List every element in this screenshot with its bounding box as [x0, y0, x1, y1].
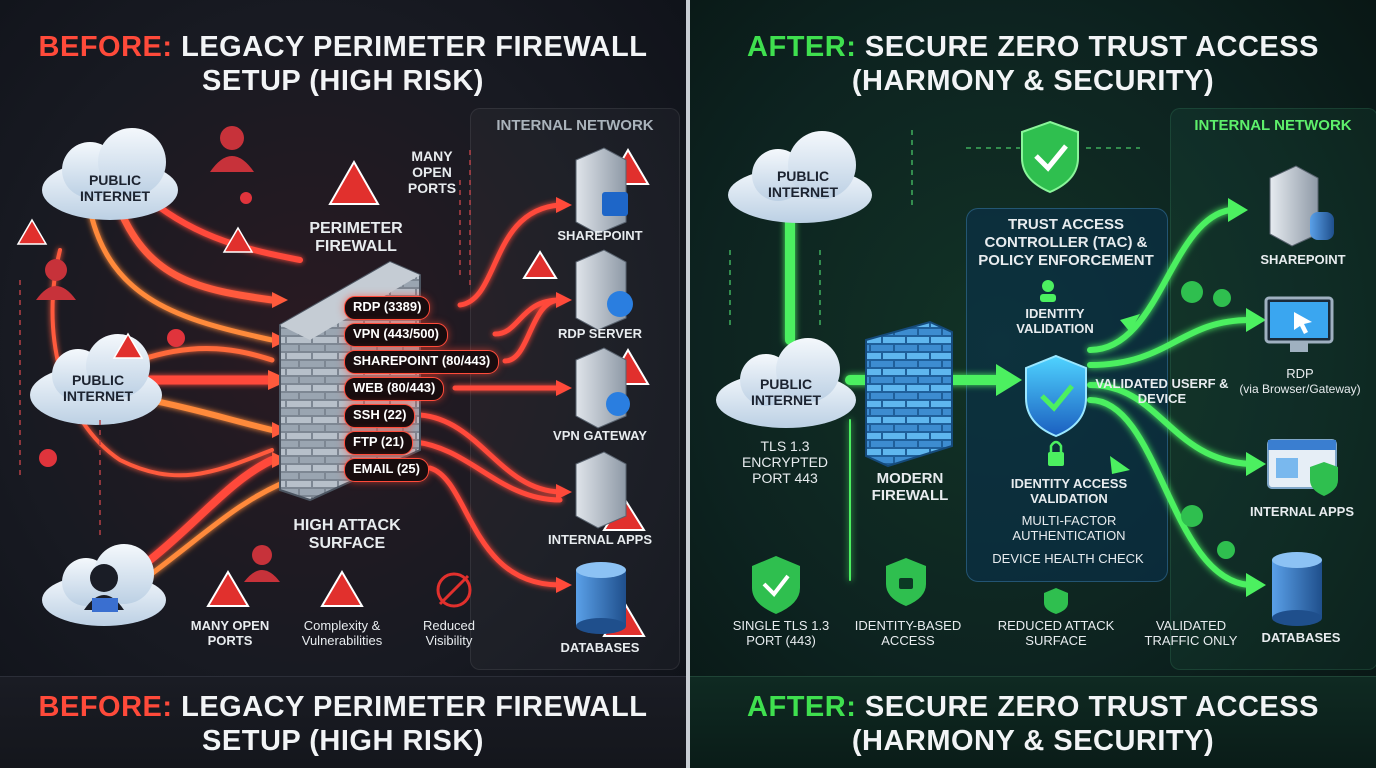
high-attack-surface-label: HIGH ATTACK SURFACE [293, 517, 401, 552]
after-title-prefix: AFTER: [747, 31, 857, 63]
before-title-prefix: BEFORE: [38, 31, 173, 63]
footer-reduced-attack-surface: REDUCED ATTACK SURFACE [997, 618, 1115, 648]
port-tag-ssh: SSH (22) [344, 404, 416, 428]
footer-many-open-ports: MANY OPEN PORTS [190, 618, 270, 648]
public-internet-cloud-top-after [728, 131, 872, 223]
port-tag-sharepoint: SHAREPOINT (80/443) [344, 350, 500, 374]
tls-encrypted-label: TLS 1.3 ENCRYPTED PORT 443 [741, 438, 829, 486]
attack-arrows [50, 197, 303, 578]
tac-title: TRUST ACCESS CONTROLLER (TAC) & POLICY E… [978, 216, 1154, 269]
identity-access-validation-label: IDENTITY ACCESS VALIDATION [1010, 476, 1128, 506]
before-footer-line1: LEGACY PERIMETER FIREWALL [181, 691, 648, 723]
internal-apps-server-icon [575, 451, 627, 529]
footer-validated-traffic: VALIDATED TRAFFIC ONLY [1144, 618, 1238, 648]
rdp-server-icon [575, 249, 633, 331]
internal-apps-window-icon [1267, 439, 1338, 496]
public-internet-label-top-after: PUBLIC INTERNET [768, 168, 838, 200]
before-title-line2: SETUP (HIGH RISK) [202, 65, 484, 97]
server-label-rdp-via: (via Browser/Gateway) [1239, 382, 1361, 396]
server-label-rdp: RDP SERVER [557, 326, 643, 341]
after-panel: AFTER: SECURE ZERO TRUST ACCESS (HARMONY… [690, 0, 1376, 768]
device-health-check-label: DEVICE HEALTH CHECK [992, 551, 1144, 566]
validated-user-device-label: VALIDATED USERF & DEVICE [1095, 376, 1229, 406]
perimeter-firewall-label: PERIMETER FIREWALL [309, 220, 403, 255]
public-internet-cloud-mid-after [716, 338, 856, 428]
footer-shield-icons [752, 556, 1068, 614]
before-title-line1: LEGACY PERIMETER FIREWALL [181, 31, 648, 63]
skull-icons [39, 192, 252, 467]
server-label-sharepoint: SHAREPOINT [557, 228, 643, 243]
footer-band [0, 676, 686, 768]
before-title: BEFORE: LEGACY PERIMETER FIREWALL SETUP … [0, 30, 686, 98]
warning-icons [16, 148, 650, 637]
port-tag-rdp: RDP (3389) [344, 296, 431, 320]
before-footer-line2: SETUP (HIGH RISK) [202, 725, 484, 757]
after-title-line2: (HARMONY & SECURITY) [851, 65, 1215, 97]
identity-validation-label: IDENTITY VALIDATION [1016, 306, 1094, 336]
public-internet-label-mid: PUBLIC INTERNET [63, 372, 133, 404]
vpn-gateway-icon [575, 347, 630, 429]
before-title-footer: BEFORE: LEGACY PERIMETER FIREWALL SETUP … [0, 690, 686, 758]
reduced-visibility-icon [436, 572, 472, 608]
after-title-footer: AFTER: SECURE ZERO TRUST ACCESS (HARMONY… [690, 690, 1376, 758]
footer-single-tls-port: SINGLE TLS 1.3 PORT (443) [732, 618, 830, 648]
after-diagram-graphics [716, 120, 1338, 626]
dashed-connectors [19, 150, 471, 540]
internal-network-label: INTERNAL NETWORK [496, 117, 654, 134]
center-divider [686, 0, 690, 768]
footer-complexity: Complexity & Vulnerabilities [301, 618, 383, 648]
check-badge-icons [1181, 281, 1235, 559]
port-tag-email: EMAIL (25) [344, 458, 429, 482]
after-footer-line2: (HARMONY & SECURITY) [851, 725, 1215, 757]
port-tag-vpn: VPN (443/500) [344, 323, 448, 347]
public-internet-label-mid-after: PUBLIC INTERNET [751, 376, 821, 408]
sharepoint-server-icon [575, 147, 628, 235]
port-tag-web: WEB (80/443) [344, 377, 445, 401]
public-internet-cloud-top [42, 128, 178, 220]
internal-network-label-after: INTERNAL NETWORK [1194, 117, 1352, 134]
server-label-databases-after: DATABASES [1261, 630, 1341, 645]
database-icon [576, 562, 626, 634]
before-footer-prefix: BEFORE: [38, 691, 173, 723]
server-label-vpn: VPN GATEWAY [553, 428, 647, 443]
sharepoint-server-icon-after [1269, 165, 1334, 247]
server-label-rdp-after: RDP [1286, 366, 1314, 381]
dashed-connectors-after [729, 130, 1140, 330]
exposed-port-arrowheads [556, 197, 572, 593]
database-icon-after [1272, 552, 1322, 626]
server-label-internal-apps-after: INTERNAL APPS [1249, 504, 1354, 519]
many-open-ports-label: MANY OPEN PORTS [407, 148, 457, 196]
top-shield-check-icon [1021, 120, 1079, 194]
server-label-databases: DATABASES [560, 640, 640, 655]
after-footer-line1: SECURE ZERO TRUST ACCESS [864, 691, 1319, 723]
central-shield-icon [1025, 354, 1087, 438]
identity-user-icon [1040, 280, 1056, 302]
lock-icon [1048, 440, 1064, 466]
footer-reduced-visibility: Reduced Visibility [422, 618, 476, 648]
exposed-port-arrows [412, 202, 563, 588]
mfa-label: MULTI-FACTOR AUTHENTICATION [1012, 513, 1126, 543]
footer-identity-based-access: IDENTITY-BASED ACCESS [854, 618, 962, 648]
public-internet-label-top: PUBLIC INTERNET [80, 172, 150, 204]
footer-band-after [690, 676, 1376, 768]
server-label-sharepoint-after: SHAREPOINT [1260, 252, 1346, 267]
hacker-cloud [42, 544, 166, 626]
hacker-icons [36, 126, 280, 582]
server-label-internal-apps: INTERNAL APPS [547, 532, 652, 547]
port-tag-ftp: FTP (21) [344, 431, 414, 455]
modern-firewall-label: MODERN FIREWALL [871, 470, 949, 504]
after-title-line1: SECURE ZERO TRUST ACCESS [864, 31, 1319, 63]
rdp-monitor-icon [1264, 296, 1334, 352]
modern-firewall-wall [865, 320, 953, 468]
after-title: AFTER: SECURE ZERO TRUST ACCESS (HARMONY… [690, 30, 1376, 98]
after-footer-prefix: AFTER: [747, 691, 857, 723]
before-panel: BEFORE: LEGACY PERIMETER FIREWALL SETUP … [0, 0, 686, 768]
